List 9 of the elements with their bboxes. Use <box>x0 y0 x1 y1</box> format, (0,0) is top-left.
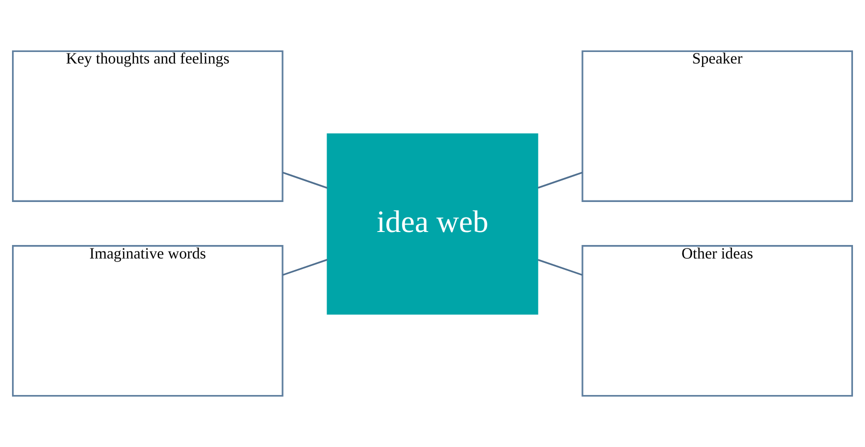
node-box: Imaginative words <box>12 245 284 397</box>
connector <box>538 259 583 276</box>
node-box: Other ideas <box>582 245 853 397</box>
node-box: idea web <box>326 133 538 315</box>
node-box: Key thoughts and feelings <box>12 50 284 202</box>
connector <box>538 172 583 189</box>
connector <box>282 258 328 276</box>
connector <box>282 172 328 189</box>
node-box: Speaker <box>582 50 853 202</box>
